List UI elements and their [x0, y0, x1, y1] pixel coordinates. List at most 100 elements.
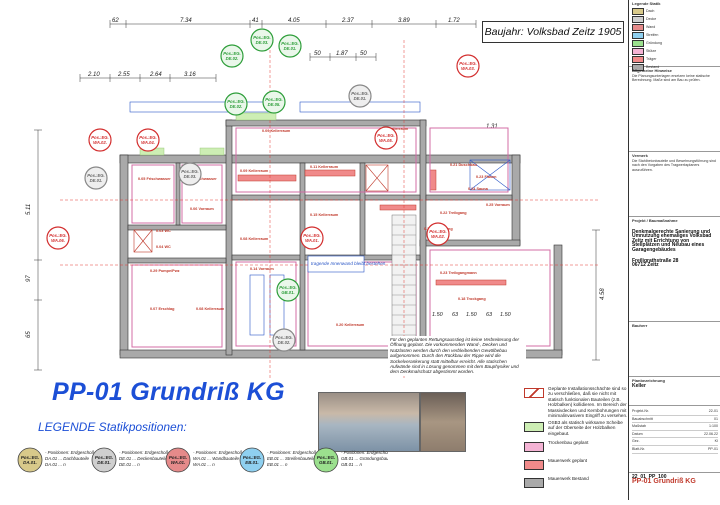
legend-marker-code: Pos.:EG.	[317, 455, 335, 460]
material-text: Mauerwerk Bestand	[548, 476, 589, 481]
tb-notes-title: Allgemeine Hinweise	[632, 68, 672, 73]
legend-marker	[313, 447, 339, 473]
dim-right-2: 1.31	[486, 124, 498, 130]
room-label: 0.22 Treibgang	[440, 211, 467, 215]
dim-bottom-1: 1.50	[432, 312, 444, 318]
marker-circle	[300, 226, 324, 250]
room-label: 0.15 Kellerraum	[310, 213, 339, 217]
legend-text: DE.01 ... n	[119, 462, 140, 467]
tb-legend-row: Stütze	[632, 47, 718, 55]
marker-circle	[220, 44, 244, 68]
room-label: 0.07 Erschlag	[150, 307, 175, 311]
tb-legend-text: Streifen	[646, 32, 659, 37]
marker-label: Pos.:EG.	[253, 35, 270, 40]
dim-right-1: 4.58	[600, 288, 606, 300]
marker-label: Pos.:EG.	[459, 61, 476, 66]
tb-field-value: 01	[714, 416, 718, 421]
tb-remarks-title: Vermerk	[632, 153, 648, 158]
dim-third-3: 2.64	[149, 72, 162, 78]
legend-item: Pos.:EG.GB.01.- Positionen: ErdgeschoßGB…	[313, 447, 388, 473]
material-legend-row: Mauerwerk geplant	[522, 456, 628, 474]
marker-label: Pos.:EG.	[377, 133, 394, 138]
position-marker-wa06: Pos.:EG.WA.06.	[46, 226, 70, 250]
legend-marker	[91, 447, 117, 473]
tb-legend-swatch	[632, 55, 644, 63]
tb-legend-text: Wand	[646, 24, 656, 29]
legend-text: GB.01 ... n	[341, 462, 363, 467]
marker-label: DE.01.	[284, 46, 297, 51]
tb-legend-row: Decke	[632, 15, 718, 23]
tb-legend-row: Gründung	[632, 39, 718, 47]
floor-plan-area: 62 7.34 41 4.05 2.37 3.89 1.72 50 1.87 5…	[26, 18, 606, 380]
marker-label: Pos.:EG.	[275, 335, 292, 340]
marker-circle	[136, 128, 160, 152]
tb-plan-title: PP-01 Grundriß KG	[632, 477, 696, 485]
marker-label: WA.03.	[461, 66, 475, 71]
marker-circle	[46, 226, 70, 250]
marker-circle	[262, 90, 286, 114]
position-marker-de05: Pos.:EG.DE.05.	[262, 90, 286, 114]
marker-circle	[272, 328, 296, 352]
tb-field-value: 22-01	[708, 409, 718, 413]
marker-label: WA.01.	[305, 238, 319, 243]
legend-text: - Positionen: Erdgeschoß	[267, 450, 317, 455]
tb-client-title: Bauherr	[632, 323, 648, 328]
room-label: 0.25 Vorraum	[486, 203, 510, 207]
tb-field-value: PP-01	[708, 446, 718, 451]
legend-text: DA.01 ... n	[45, 462, 66, 467]
room-label: 0.20 Kellerraum	[336, 323, 365, 327]
material-text: OSB3 als statisch wirksame Scheibe auf d…	[548, 420, 623, 436]
dimension-chain-second	[309, 53, 377, 61]
dim-top-3: 41	[252, 18, 259, 24]
structural-note: Für den geplanten Rettungsausstieg ist k…	[388, 336, 526, 376]
dim-top-7: 1.72	[448, 18, 460, 24]
tb-remarks-block: Vermerk Die Stahlbetonbauteile und Beweh…	[629, 152, 720, 217]
tb-address-line2: 06712 Zeitz	[632, 262, 659, 269]
tb-legend-swatch	[632, 15, 644, 23]
legend-marker-code: Pos.:EG.	[169, 455, 187, 460]
tb-legend-row: Bestand	[632, 63, 718, 71]
position-marker-gb01: Pos.:EG.GB.01.	[276, 278, 300, 302]
marker-circle	[84, 166, 108, 190]
tb-field-label: Datum	[632, 431, 643, 436]
tb-legend-text: Träger	[646, 56, 657, 61]
dim-left-3: 65	[26, 331, 32, 338]
room-label: 0.08 Kellerraum	[240, 237, 269, 241]
legend-heading: LEGENDE Statikpositionen:	[38, 420, 187, 434]
legend-text: WA.01 ... Wandbauteile	[193, 456, 240, 461]
marker-label: DE.03.	[184, 174, 197, 179]
room-label: 0.13 Kellerraum	[380, 127, 409, 131]
room-label: 0.29 Pumpe/Pwz	[150, 269, 180, 273]
dim-bottom-3: 1.50	[466, 312, 478, 318]
legend-text: EB.01 ... n	[267, 462, 288, 467]
legend-item: Pos.:EG.DE.01.- Positionen: ErdgeschoßDE…	[91, 447, 169, 473]
tb-legend-text: Dach	[646, 8, 655, 13]
tb-legend-text: Bestand	[646, 64, 660, 69]
tb-legend-row: Wand	[632, 23, 718, 31]
marker-label: Pos.:EG.	[227, 99, 244, 104]
marker-circle	[178, 162, 202, 186]
legend-text: DA.01 ... Dachbauteile	[45, 456, 89, 461]
drawing-title: PP-01 Grundriß KG	[52, 378, 285, 406]
tb-plan-number: 22_01_PP_100	[632, 474, 667, 480]
dim-third-4: 3.16	[184, 72, 196, 78]
legend-text: WA.01 ... n	[193, 462, 215, 467]
wall-note-frame	[307, 255, 365, 273]
room-label: 0.23 Flasen	[476, 175, 497, 179]
tb-field-row: Gez.KI	[632, 438, 718, 446]
dim-top-5: 2.37	[341, 18, 354, 24]
tb-drawing-block: Planbezeichnung Keller	[629, 377, 720, 406]
marker-label: WA.04.	[141, 140, 155, 145]
marker-label: Pos.:EG.	[351, 91, 368, 96]
marker-label: DE.03.	[256, 40, 269, 45]
material-text: Mauerwerk geplant	[548, 458, 588, 463]
marker-label: DE.02.	[226, 56, 239, 61]
room-label: 0.18 Trockgang	[458, 297, 486, 301]
legend-marker-code: Pos.:EG.	[21, 455, 39, 460]
marker-label: Pos.:EG.	[139, 135, 156, 140]
legend-marker-code: GB.01.	[319, 460, 333, 465]
